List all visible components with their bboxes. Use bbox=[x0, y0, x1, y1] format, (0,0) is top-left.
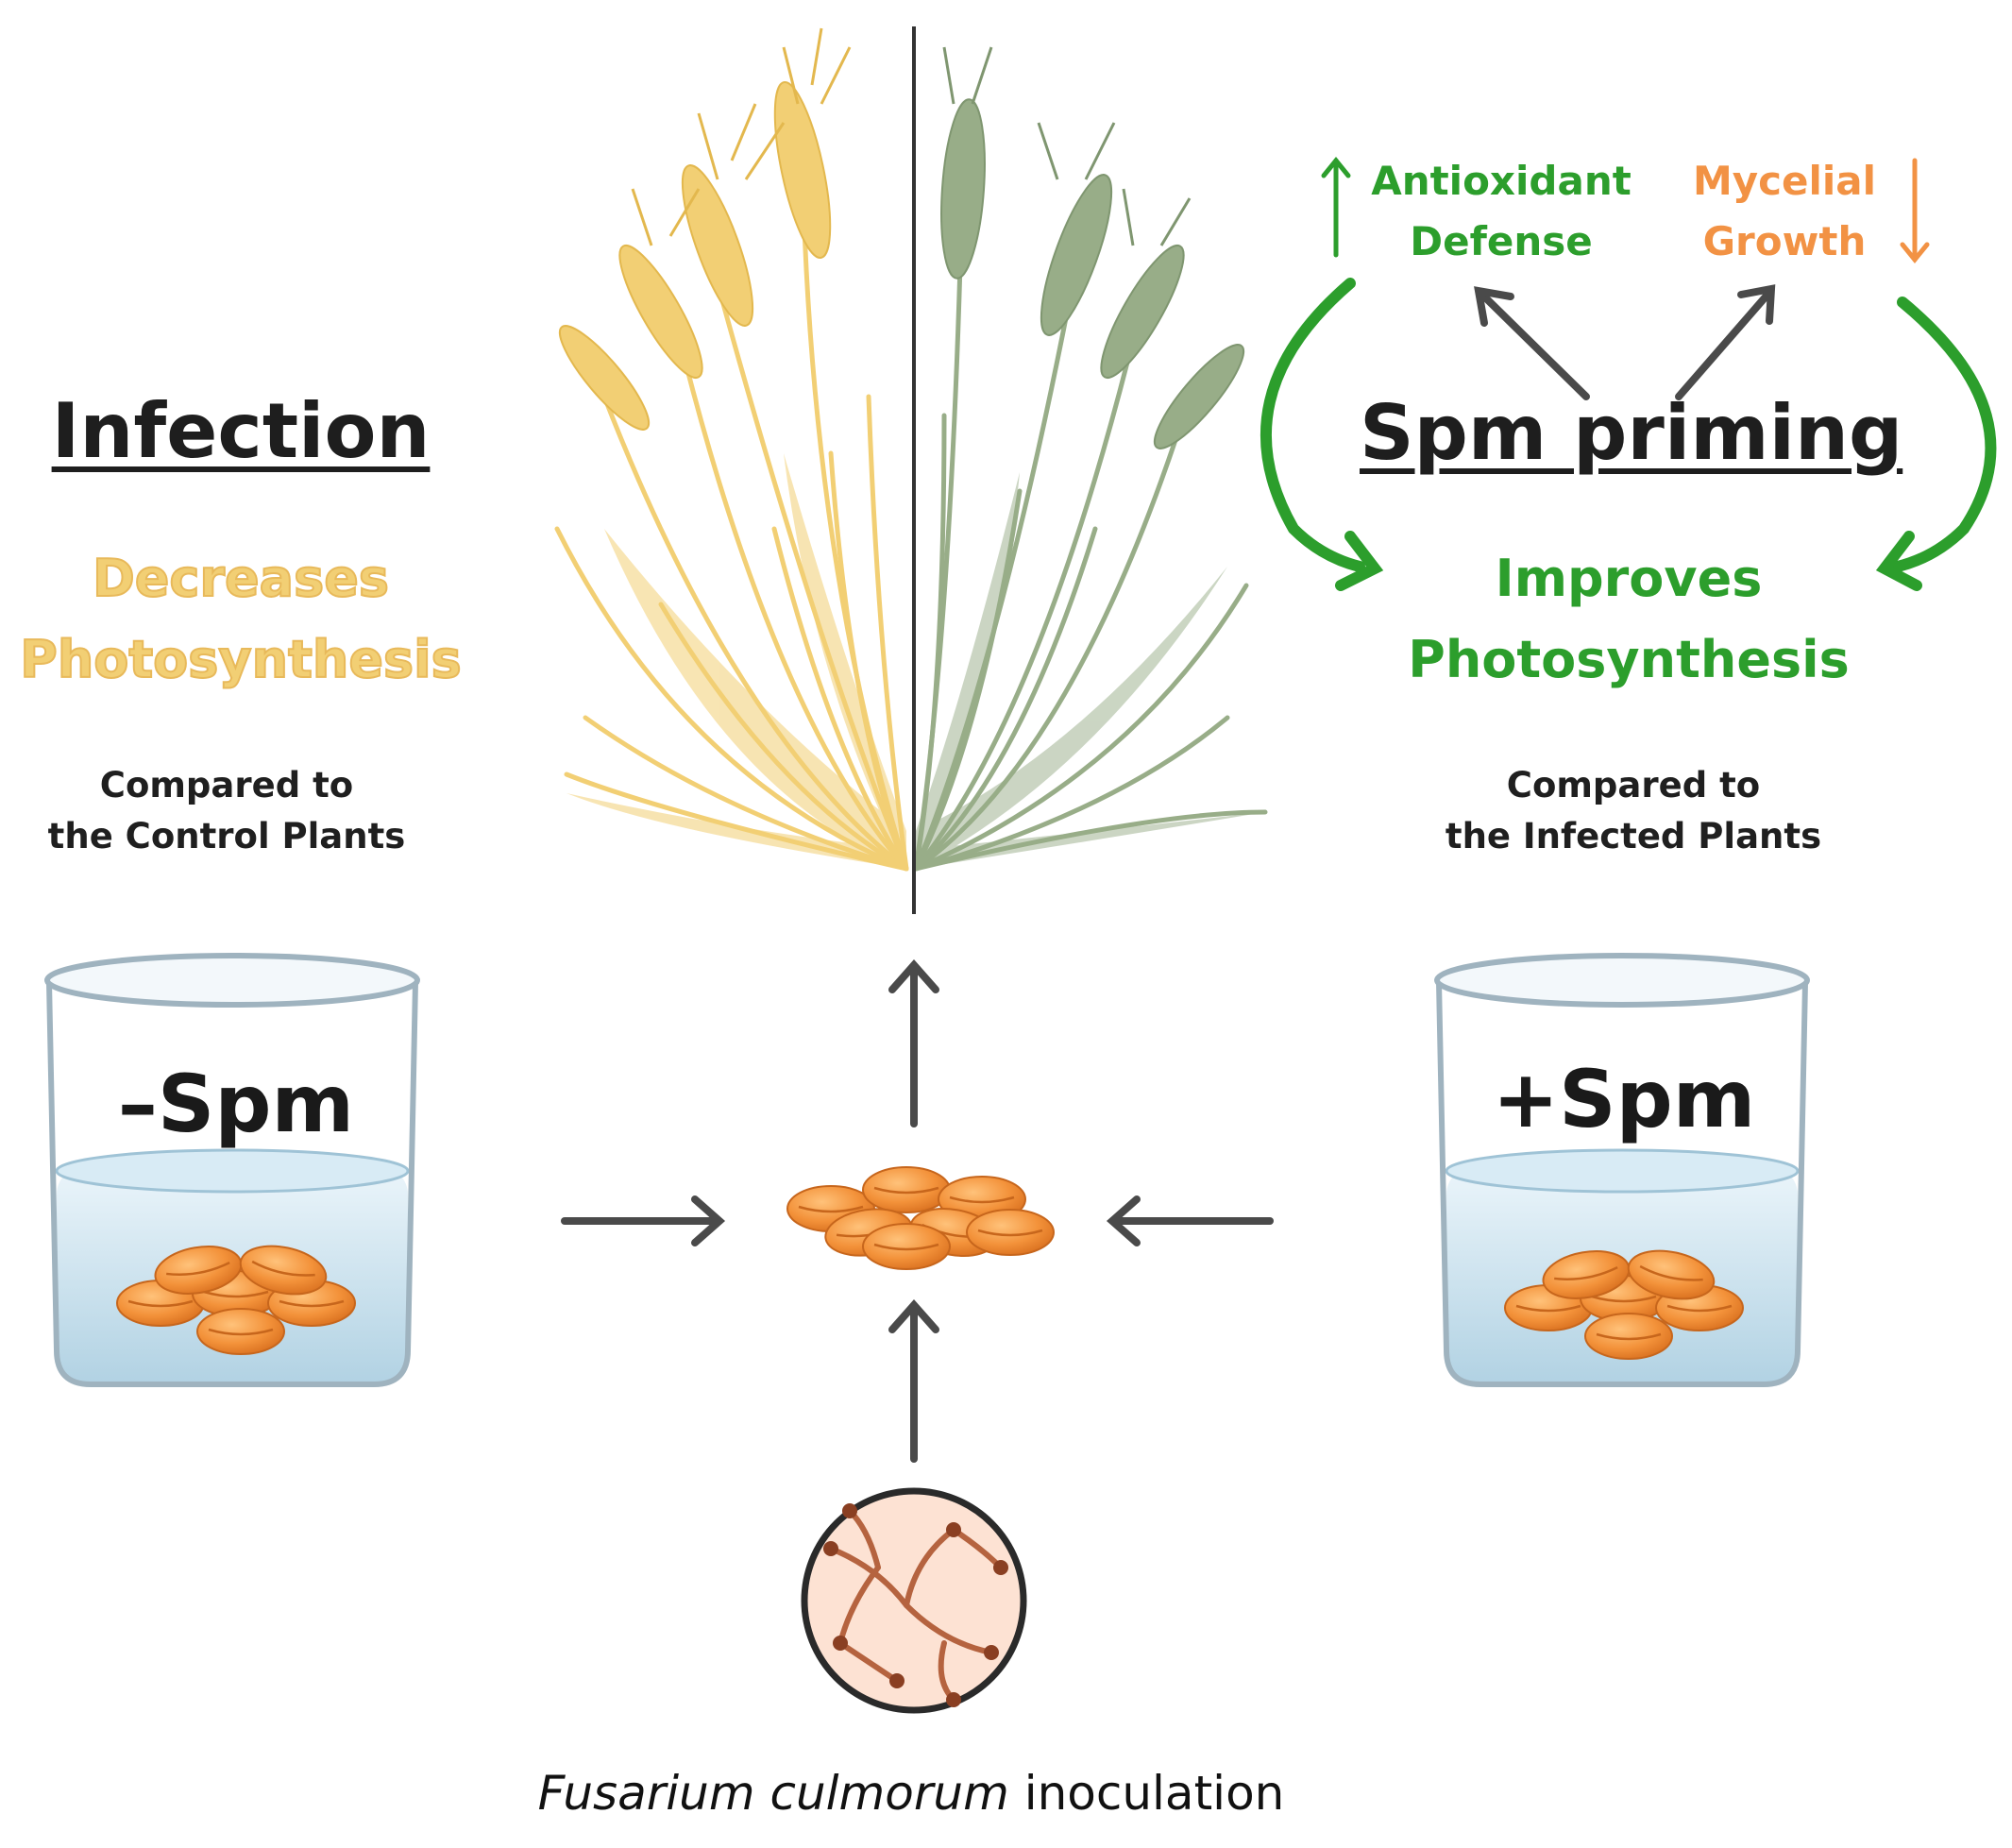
curved-arrow-left bbox=[1260, 278, 1365, 572]
improves-line1: Improves bbox=[1495, 549, 1763, 608]
mycelial-line2: Growth bbox=[1702, 218, 1867, 264]
caption-rest: inoculation bbox=[1008, 1766, 1285, 1821]
infection-heading: Infection bbox=[51, 387, 431, 475]
compared-to-infected-note: Compared to the Infected Plants bbox=[1416, 760, 1851, 862]
control-note-line1: Compared to bbox=[99, 765, 354, 805]
spm-priming-heading: Spm priming bbox=[1360, 389, 1903, 477]
plus-spm-label: +Spm bbox=[1492, 1053, 1756, 1145]
infected-note-line1: Compared to bbox=[1506, 765, 1761, 805]
improves-line2: Photosynthesis bbox=[1408, 630, 1850, 689]
flow-arrows bbox=[561, 284, 1776, 1463]
decreases-line2: Photosynthesis bbox=[19, 629, 463, 690]
decrease-arrow-icon bbox=[1900, 158, 1930, 263]
arrow-spm-to-antioxidant bbox=[1479, 291, 1590, 400]
arrow-spm-to-mycelial bbox=[1675, 291, 1771, 400]
infected-note-line2: the Infected Plants bbox=[1445, 816, 1822, 856]
mycelial-growth-label: Mycelial Growth bbox=[1662, 151, 1907, 272]
antioxidant-defense-label: Antioxidant Defense bbox=[1345, 151, 1657, 272]
beaker-minus-spm bbox=[44, 953, 420, 1387]
antioxidant-line2: Defense bbox=[1410, 218, 1593, 264]
seed-cluster-center bbox=[786, 1165, 1056, 1271]
beaker-plus-spm bbox=[1434, 953, 1810, 1387]
curved-arrow-right bbox=[1892, 297, 1997, 572]
mycelial-line1: Mycelial bbox=[1692, 158, 1877, 204]
caption-species: Fusarium culmorum bbox=[537, 1766, 1009, 1821]
control-note-line2: the Control Plants bbox=[47, 816, 406, 856]
increase-arrow-icon bbox=[1321, 157, 1351, 258]
minus-spm-label: –Spm bbox=[117, 1058, 355, 1150]
decreases-line1: Decreases bbox=[92, 548, 390, 609]
compared-to-control-note: Compared to the Control Plants bbox=[19, 760, 434, 862]
antioxidant-line1: Antioxidant bbox=[1371, 158, 1632, 204]
wheat-plant-infected-illustration bbox=[554, 27, 1268, 872]
inoculation-caption: Fusarium culmorum inoculation bbox=[434, 1766, 1388, 1821]
green-curved-arrows bbox=[1260, 278, 1997, 591]
decreases-photosynthesis-label: Decreases Photosynthesis bbox=[9, 538, 472, 701]
fusarium-mycelium-icon bbox=[801, 1487, 1027, 1714]
improves-photosynthesis-label: Improves Photosynthesis bbox=[1360, 538, 1898, 701]
